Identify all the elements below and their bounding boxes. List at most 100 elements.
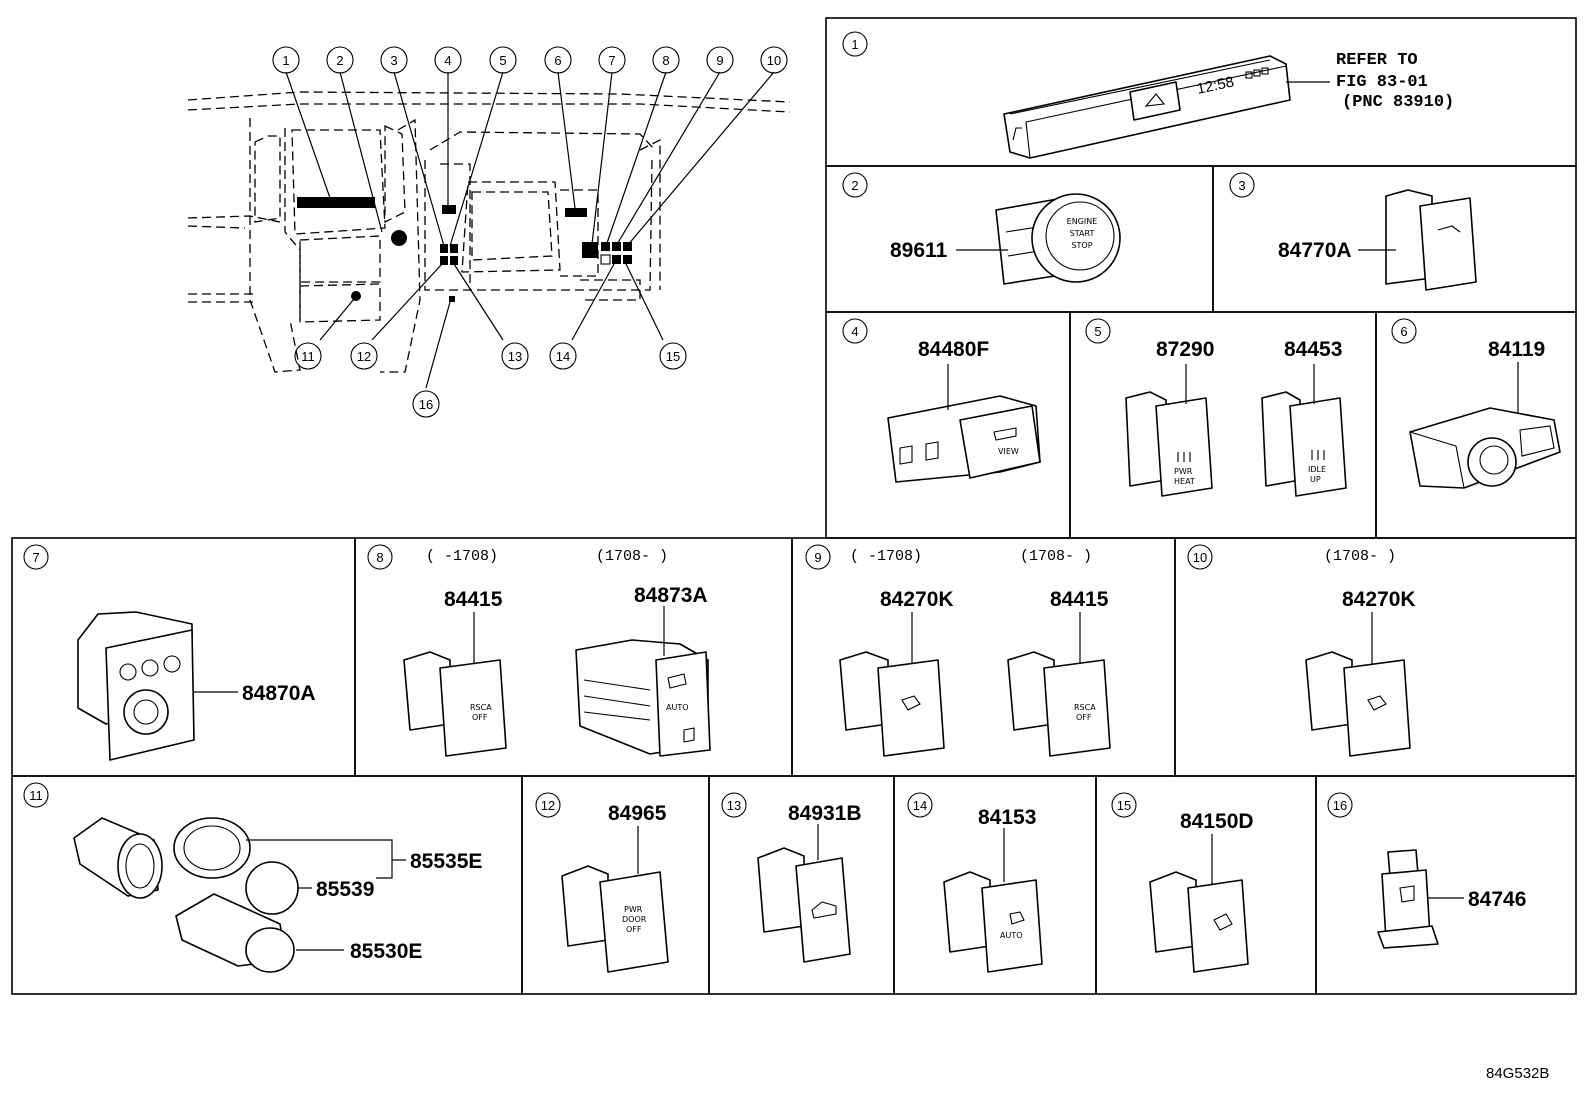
switch-icon: IDLE UP xyxy=(1261,391,1347,497)
part-number: 85539 xyxy=(316,878,374,901)
part-number: 84746 xyxy=(1468,888,1526,911)
circle-number-icon xyxy=(380,46,408,74)
circle-number-icon xyxy=(805,544,831,570)
range-label: (1708- ) xyxy=(596,548,668,565)
cell-number: 10 xyxy=(1193,550,1207,565)
button-text: OFF xyxy=(1076,713,1092,722)
cell-number: 1 xyxy=(851,37,858,52)
switch-icon xyxy=(1377,849,1439,949)
part-number: 87290 xyxy=(1156,338,1214,361)
cell-8: 8 ( -1708) (1708- ) RSCA OFF AUTO 84415 … xyxy=(367,544,711,757)
engine-start-button-icon: ENGINE START STOP xyxy=(995,193,1121,285)
cell-number: 14 xyxy=(913,798,927,813)
switch-icon xyxy=(1409,407,1561,489)
circle-number-icon xyxy=(721,792,747,818)
button-text: PWR xyxy=(624,905,643,914)
switch-icon: VIEW xyxy=(887,395,1041,483)
circle-number-icon xyxy=(760,46,788,74)
cell-3: 3 84770A xyxy=(1229,172,1477,291)
circle-number-icon xyxy=(535,792,561,818)
circle-number-icon xyxy=(434,46,462,74)
switch-icon xyxy=(839,651,945,757)
button-text: UP xyxy=(1310,475,1321,484)
overview-callouts xyxy=(272,46,788,418)
cell-number: 16 xyxy=(1333,798,1347,813)
circle-number-icon xyxy=(659,342,687,370)
circle-number-icon xyxy=(1391,318,1417,344)
circle-number-icon xyxy=(842,31,868,57)
button-text: AUTO xyxy=(1000,931,1023,940)
switch-icon xyxy=(77,611,195,761)
switch-icon xyxy=(1305,651,1411,757)
cell-borders xyxy=(11,17,1577,995)
part-number: 84119 xyxy=(1488,338,1545,361)
part-number: 84965 xyxy=(608,802,667,825)
cigarette-lighter-icon xyxy=(73,817,299,973)
part-number: 84270K xyxy=(1342,588,1416,611)
cell-6: 6 84119 xyxy=(1391,318,1561,489)
cell-number: 12 xyxy=(541,798,555,813)
range-label: (1708- ) xyxy=(1020,548,1092,565)
cell-number: 13 xyxy=(727,798,741,813)
cell-14: 14 AUTO 84153 xyxy=(907,792,1043,973)
callout-label: 14 xyxy=(556,349,570,364)
circle-number-icon xyxy=(23,544,49,570)
circle-number-icon xyxy=(1085,318,1111,344)
switch-icon: RSCA OFF xyxy=(403,651,507,757)
callout-label: 10 xyxy=(767,53,781,68)
cell-13: 13 84931B xyxy=(721,792,862,963)
button-text: RSCA xyxy=(470,703,492,712)
button-text: RSCA xyxy=(1074,703,1096,712)
cell-number: 8 xyxy=(376,550,383,565)
circle-number-icon xyxy=(23,782,49,808)
cell-16: 16 84746 xyxy=(1327,792,1526,949)
circle-number-icon xyxy=(272,46,300,74)
circle-number-icon xyxy=(549,342,577,370)
circle-number-icon xyxy=(1187,544,1213,570)
callout-label: 2 xyxy=(336,53,343,68)
switch-icon: AUTO xyxy=(943,871,1043,973)
callout-label: 15 xyxy=(666,349,680,364)
button-text: AUTO xyxy=(666,703,689,712)
cell-number: 9 xyxy=(814,550,821,565)
part-number: 84415 xyxy=(444,588,503,611)
cell-number: 6 xyxy=(1400,324,1407,339)
cell-11: 11 85535E 85539 85530E xyxy=(23,782,482,973)
cell-number: 15 xyxy=(1117,798,1131,813)
button-text: DOOR xyxy=(622,915,647,924)
switch-icon: PWR HEAT xyxy=(1125,391,1213,497)
callout-label: 4 xyxy=(444,53,451,68)
cell-4: 4 VIEW 84480F xyxy=(842,318,1041,483)
switch-icon: AUTO xyxy=(575,639,711,757)
cell-number: 3 xyxy=(1238,178,1245,193)
switch-icon: RSCA OFF xyxy=(1007,651,1111,757)
button-text: IDLE xyxy=(1308,465,1326,474)
part-number: 84153 xyxy=(978,806,1036,829)
cell-5: 5 PWR HEAT IDLE UP 87290 84453 xyxy=(1085,318,1347,497)
combination-meter-icon: 12:58 xyxy=(1003,55,1291,159)
part-number: 84270K xyxy=(880,588,954,611)
callout-label: 16 xyxy=(419,397,433,412)
switch-icon: PWR DOOR OFF xyxy=(561,865,669,973)
switch-icon xyxy=(1385,189,1477,291)
callout-label: 13 xyxy=(508,349,522,364)
callout-label: 5 xyxy=(499,53,506,68)
switch-icon xyxy=(1149,871,1249,973)
part-number: 84480F xyxy=(918,338,989,361)
range-label: (1708- ) xyxy=(1324,548,1396,565)
button-text: HEAT xyxy=(1174,477,1195,486)
cell-9: 9 ( -1708) (1708- ) RSCA OFF 84270K 8441… xyxy=(805,544,1111,757)
cell-number: 11 xyxy=(29,788,43,803)
button-text: PWR xyxy=(1174,467,1193,476)
cell-10: 10 (1708- ) 84270K xyxy=(1187,544,1416,757)
callout-label: 12 xyxy=(357,349,371,364)
part-number: 84873A xyxy=(634,584,708,607)
cell-7: 7 84870A xyxy=(23,544,316,761)
circle-number-icon xyxy=(489,46,517,74)
part-number: 89611 xyxy=(890,239,948,262)
cell-1: 1 12:58 REFER TO FIG 83-01 (PNC 83910) xyxy=(842,31,1454,159)
refer-line-1: REFER TO xyxy=(1336,51,1418,70)
button-text: START xyxy=(1070,229,1095,238)
circle-number-icon xyxy=(598,46,626,74)
button-text: OFF xyxy=(626,925,642,934)
